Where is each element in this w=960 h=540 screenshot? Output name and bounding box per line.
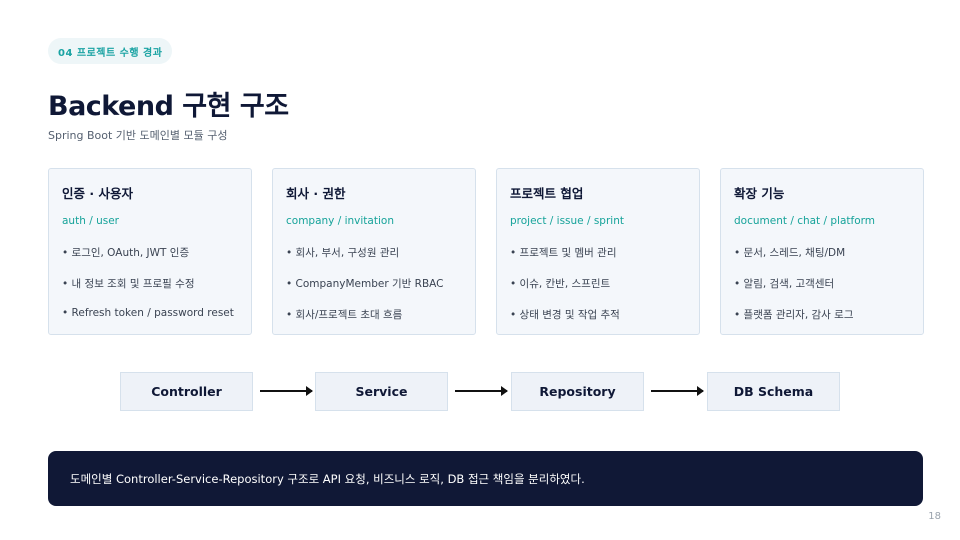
- section-label: 04 프로젝트 수행 경과: [48, 38, 173, 64]
- card-title: 프로젝트 협업: [510, 186, 584, 201]
- card-title: 인증 · 사용자: [62, 186, 133, 201]
- page-title: Backend 구현 구조: [48, 91, 289, 122]
- card-package: project / issue / sprint: [510, 215, 624, 227]
- page-number: 18: [928, 511, 941, 522]
- card-extensions: 확장 기능 document / chat / platform 문서, 스레드…: [720, 168, 924, 335]
- card-company-auth: 회사 · 권한 company / invitation 회사, 부서, 구성원…: [272, 168, 476, 335]
- list-item: 알림, 검색, 고객센터: [734, 276, 911, 307]
- summary-text: 도메인별 Controller-Service-Repository 구조로 A…: [70, 471, 585, 486]
- layer-flow-diagram: Controller Service Repository DB Schema: [120, 372, 841, 411]
- card-feature-list: 프로젝트 및 멤버 관리 이슈, 칸반, 스프린트 상태 변경 및 작업 추적: [510, 245, 687, 338]
- flow-box-repository: Repository: [511, 372, 644, 411]
- card-package: document / chat / platform: [734, 215, 875, 227]
- card-feature-list: 회사, 부서, 구성원 관리 CompanyMember 기반 RBAC 회사/…: [286, 245, 463, 338]
- list-item: 이슈, 칸반, 스프린트: [510, 276, 687, 307]
- list-item: 로그인, OAuth, JWT 인증: [62, 245, 239, 276]
- card-package: company / invitation: [286, 215, 394, 227]
- summary-banner: 도메인별 Controller-Service-Repository 구조로 A…: [48, 451, 923, 506]
- list-item: Refresh token / password reset: [62, 307, 239, 338]
- card-feature-list: 문서, 스레드, 채팅/DM 알림, 검색, 고객센터 플랫폼 관리자, 감사 …: [734, 245, 911, 338]
- arrow-right-icon: [260, 386, 313, 396]
- card-auth-user: 인증 · 사용자 auth / user 로그인, OAuth, JWT 인증 …: [48, 168, 252, 335]
- card-feature-list: 로그인, OAuth, JWT 인증 내 정보 조회 및 프로필 수정 Refr…: [62, 245, 239, 338]
- arrow-right-icon: [651, 386, 704, 396]
- flow-box-service: Service: [315, 372, 448, 411]
- list-item: CompanyMember 기반 RBAC: [286, 276, 463, 307]
- list-item: 플랫폼 관리자, 감사 로그: [734, 307, 911, 338]
- list-item: 회사, 부서, 구성원 관리: [286, 245, 463, 276]
- card-package: auth / user: [62, 215, 119, 227]
- list-item: 문서, 스레드, 채팅/DM: [734, 245, 911, 276]
- card-project-collab: 프로젝트 협업 project / issue / sprint 프로젝트 및 …: [496, 168, 700, 335]
- flow-box-db-schema: DB Schema: [707, 372, 840, 411]
- arrow-right-icon: [455, 386, 508, 396]
- card-title: 확장 기능: [734, 186, 785, 201]
- list-item: 내 정보 조회 및 프로필 수정: [62, 276, 239, 307]
- list-item: 프로젝트 및 멤버 관리: [510, 245, 687, 276]
- list-item: 상태 변경 및 작업 추적: [510, 307, 687, 338]
- flow-box-controller: Controller: [120, 372, 253, 411]
- list-item: 회사/프로젝트 초대 흐름: [286, 307, 463, 338]
- module-cards: 인증 · 사용자 auth / user 로그인, OAuth, JWT 인증 …: [48, 168, 924, 335]
- card-title: 회사 · 권한: [286, 186, 346, 201]
- page-subtitle: Spring Boot 기반 도메인별 모듈 구성: [48, 129, 228, 142]
